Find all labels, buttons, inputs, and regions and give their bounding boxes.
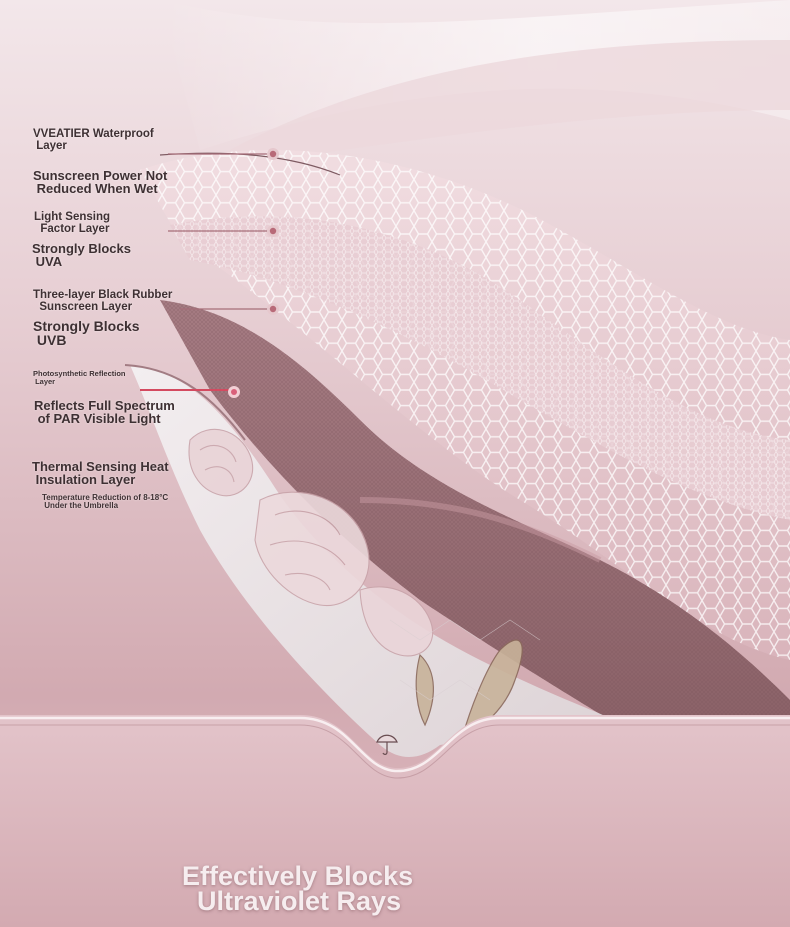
layer-4-name: Photosynthetic Reflection Layer: [33, 369, 126, 386]
layer-4-benefit: Reflects Full Spectrum of PAR Visible Li…: [34, 398, 175, 426]
layer-5-benefit: Temperature Reduction of 8-18°C Under th…: [42, 493, 169, 510]
layer-1-name: VVEATIER Waterproof Layer: [33, 128, 154, 152]
leader-lines: [140, 153, 272, 391]
footer-line-1: Effectively Blocks: [182, 861, 414, 891]
layer-3-name: Three-layer Black Rubber Sunscreen Layer: [33, 289, 173, 313]
footer-line-2: Ultraviolet Rays: [182, 886, 402, 916]
layer-1-benefit: Sunscreen Power Not Reduced When Wet: [33, 168, 168, 196]
layer-3-benefit: Strongly Blocks UVB: [33, 318, 140, 348]
footer-headline: Effectively Blocks Ultraviolet Rays: [182, 861, 414, 916]
umbrella-icon: [376, 734, 398, 755]
layer-2-name: Light Sensing Factor Layer: [34, 211, 111, 235]
leader-dots: [228, 148, 279, 398]
layer-2-benefit: Strongly Blocks UVA: [32, 241, 131, 269]
lower-band: [0, 715, 790, 927]
layer-5-name: Thermal Sensing Heat Insulation Layer: [32, 459, 169, 487]
